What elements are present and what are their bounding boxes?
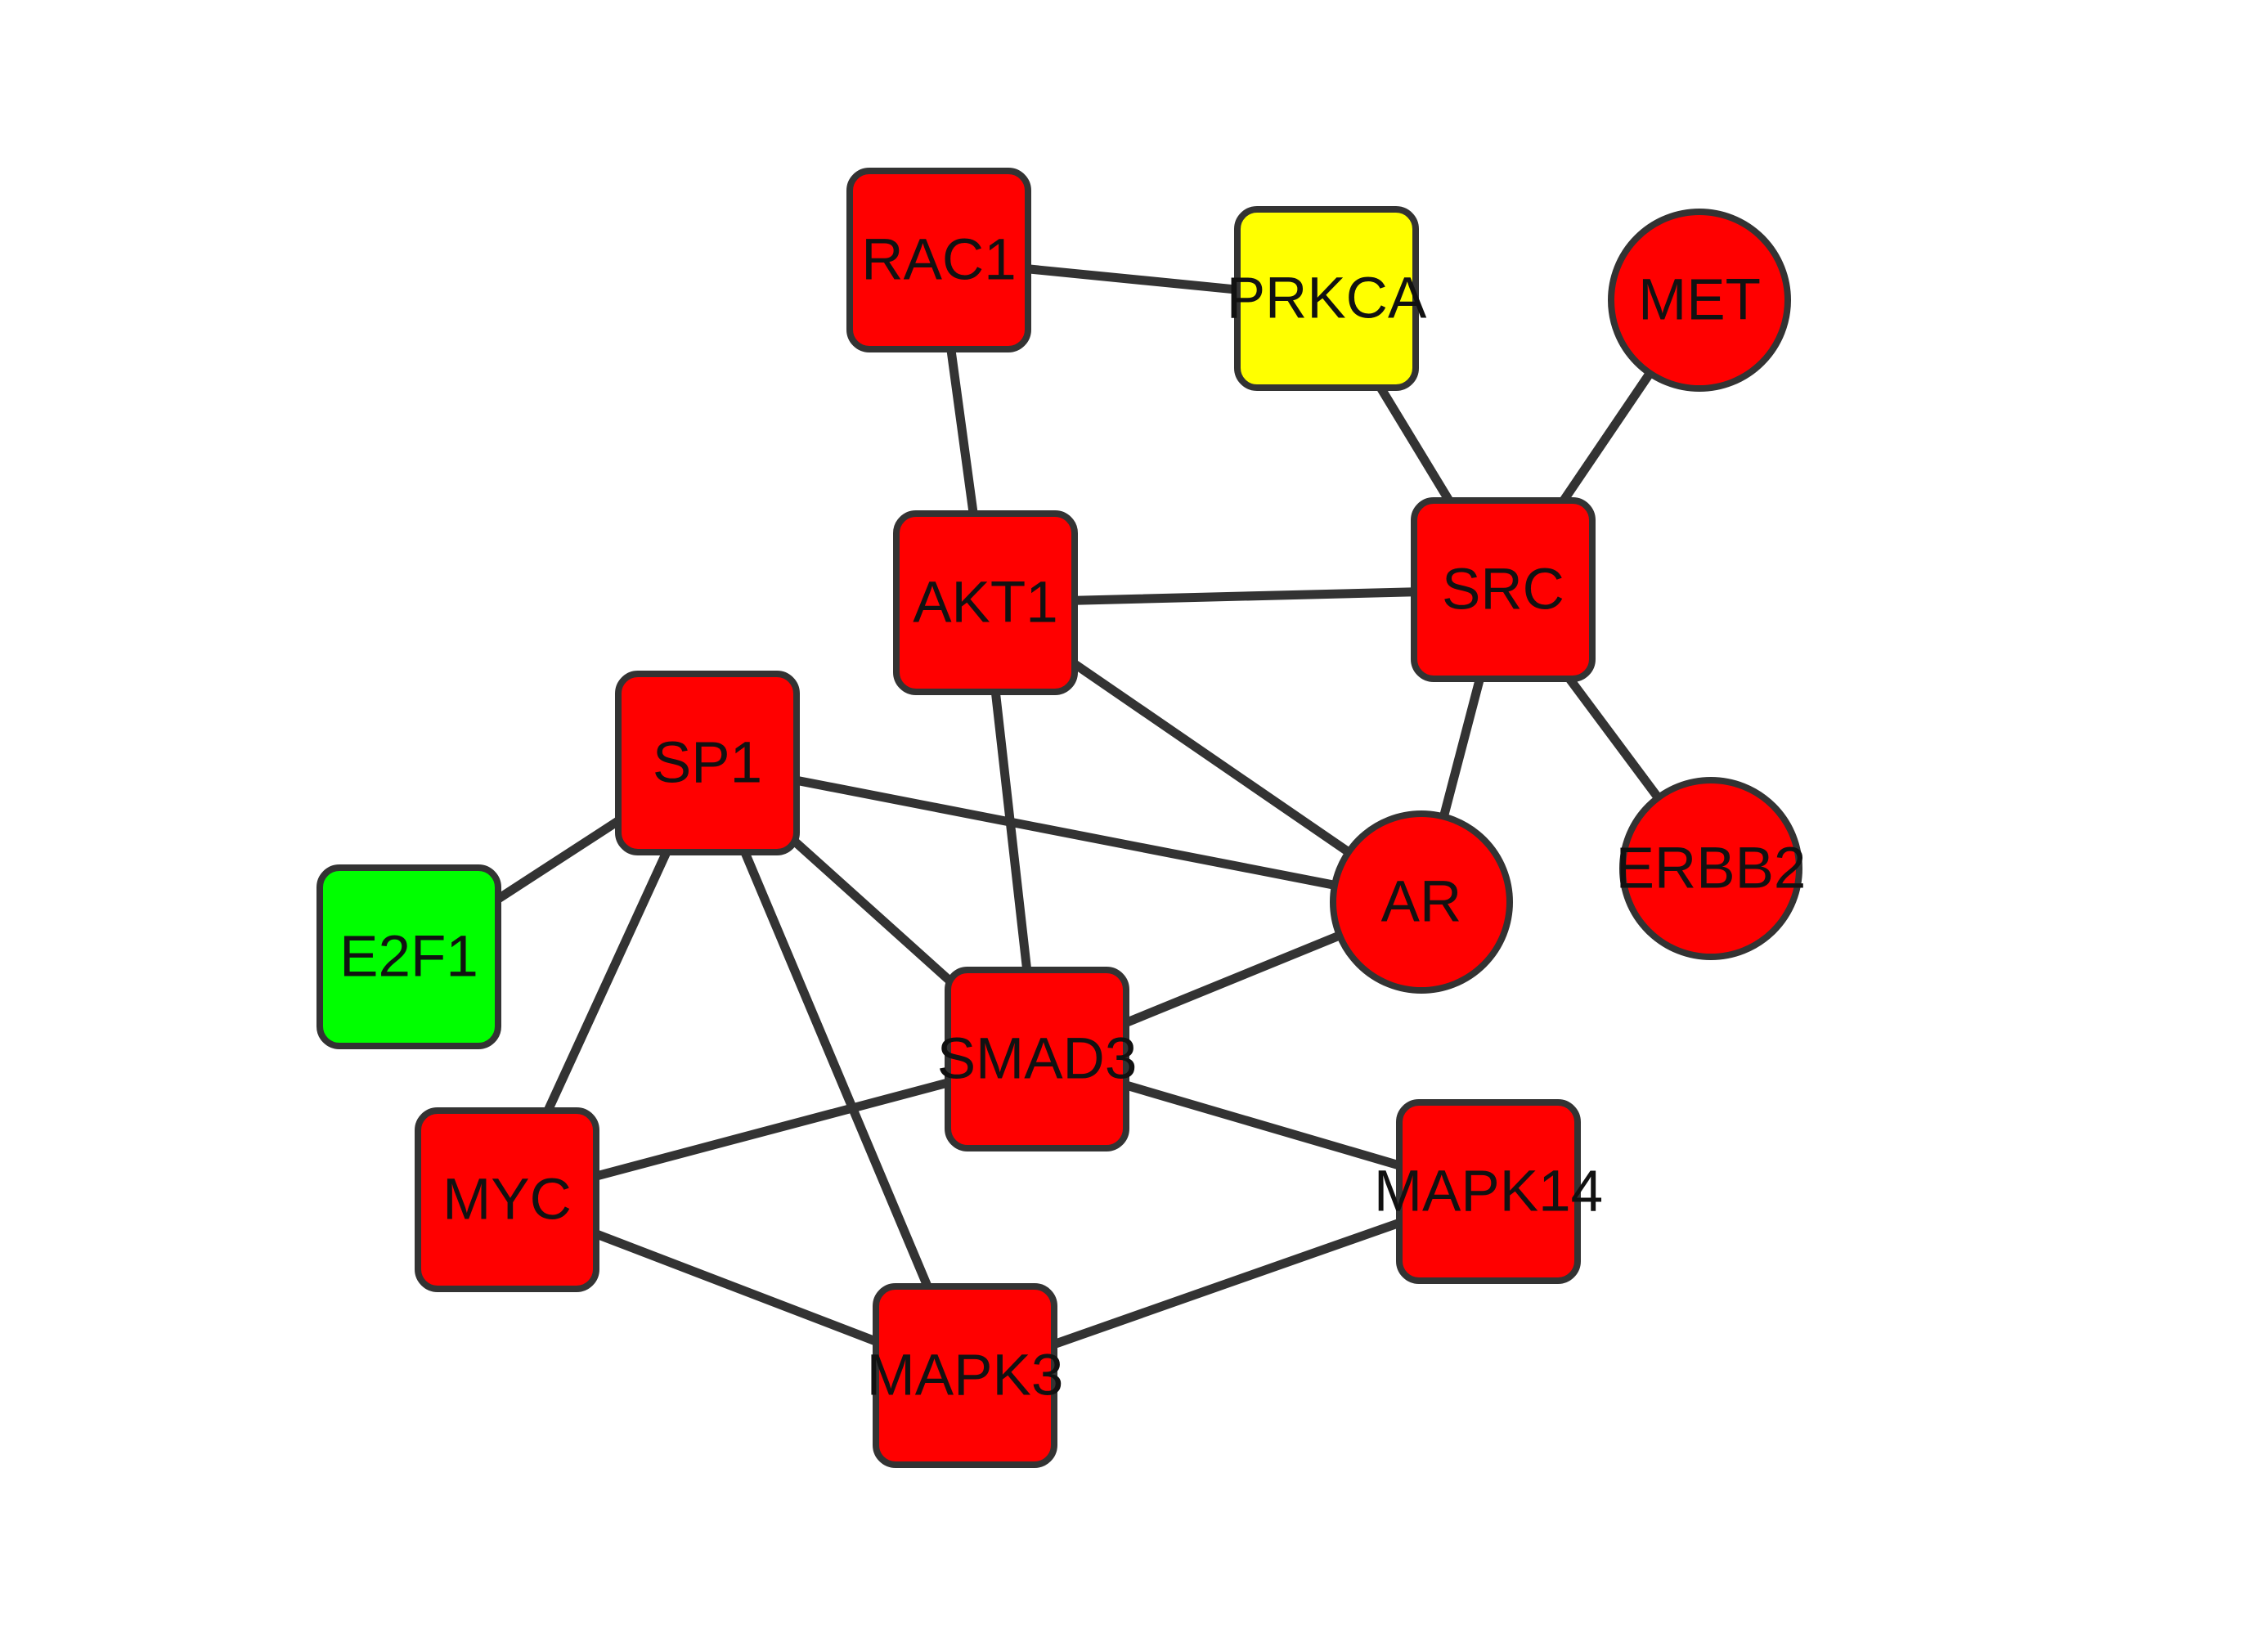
node-prkca-square [1234,206,1419,391]
node-myc: MYC [415,1107,599,1292]
node-smad3: SMAD3 [937,967,1138,1151]
node-label-sp1: SP1 [653,731,762,796]
node-met: MET [1608,209,1791,392]
node-sp1: SP1 [615,671,800,855]
node-erbb2: ERBB2 [1616,777,1807,960]
node-akt1-square [893,510,1078,695]
node-label-src: SRC [1442,558,1564,622]
node-rac1: RAC1 [846,168,1031,352]
node-mapk3: MAPK3 [867,1283,1064,1468]
node-src-square [1411,497,1596,682]
node-mapk14-square [1396,1099,1581,1284]
node-label-smad3: SMAD3 [937,1027,1138,1092]
node-rac1-square [846,168,1031,352]
node-akt1: AKT1 [893,510,1078,695]
node-src: SRC [1411,497,1596,682]
node-label-myc: MYC [442,1168,572,1232]
node-myc-square [415,1107,599,1292]
node-label-ar: AR [1381,870,1462,935]
node-ar-circle [1330,810,1513,994]
node-label-prkca: PRKCA [1227,267,1427,331]
node-prkca: PRKCA [1227,206,1427,391]
node-erbb2-circle [1619,777,1802,960]
node-label-rac1: RAC1 [861,228,1016,293]
node-label-erbb2: ERBB2 [1616,837,1807,901]
node-label-met: MET [1638,268,1761,333]
node-label-mapk14: MAPK14 [1374,1160,1603,1224]
edge-sp1-ar [703,758,1426,907]
node-ar: AR [1330,810,1513,994]
node-label-mapk3: MAPK3 [867,1344,1064,1408]
node-e2f1-square [316,864,501,1049]
node-mapk3-square [873,1283,1057,1468]
edge-sp1-mapk3 [703,758,970,1380]
node-e2f1: E2F1 [316,864,501,1049]
node-mapk14: MAPK14 [1374,1099,1603,1284]
node-met-circle [1608,209,1791,392]
node-label-akt1: AKT1 [913,571,1058,635]
node-label-e2f1: E2F1 [339,925,478,990]
node-smad3-square [945,967,1129,1151]
node-sp1-square [615,671,800,855]
